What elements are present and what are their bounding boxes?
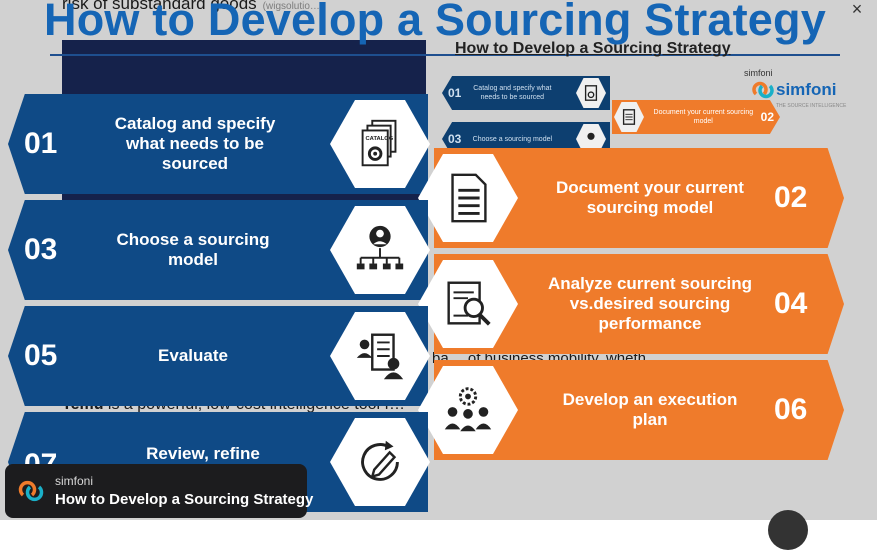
logo-tagline: THE SOURCE INTELLIGENCE: [776, 103, 847, 109]
step-02-number: 02: [774, 181, 808, 214]
scroll-button[interactable]: [768, 510, 808, 550]
step-02-label: Document your current sourcing model: [556, 178, 744, 217]
image-source-card[interactable]: simfoni How to Develop a Sourcing Strate…: [5, 464, 313, 518]
inset-infographic: How to Develop a Sourcing Strategy 01 Ca…: [436, 36, 836, 156]
title-underline: [50, 54, 840, 56]
close-button[interactable]: ×: [846, 0, 868, 20]
simfoni-favicon-icon: [18, 480, 44, 502]
step-01-number: 01: [24, 127, 58, 160]
step-04-label: Analyze current sourcing vs.desired sour…: [547, 274, 753, 333]
image-source-title[interactable]: How to Develop a Sourcing Strategy: [55, 491, 314, 508]
inset-document-icon: [614, 102, 644, 132]
step-07-label: Review, refine: [146, 444, 260, 463]
inset-catalog-icon: [576, 78, 606, 108]
inset-title: How to Develop a Sourcing Strategy: [455, 40, 731, 57]
simfoni-mark-icon: [752, 81, 774, 99]
infographic-image: How to Develop a Sourcing Strategy How t…: [8, 0, 847, 512]
simfoni-logo: simfoni: [752, 78, 836, 102]
step-01-label: Catalog and specify what needs to be sou…: [114, 114, 276, 173]
infographic-title: How to Develop a Sourcing Strategy: [44, 0, 826, 45]
step-03-label: Choose a sourcing model: [116, 230, 270, 269]
step-03-number: 03: [24, 233, 58, 266]
step-05-number: 05: [24, 339, 58, 372]
step-06-label: Develop an execution plan: [562, 390, 738, 429]
step-04: Analyze current sourcing vs.desired sour…: [434, 254, 844, 354]
step-05-label: Evaluate: [158, 346, 228, 365]
close-icon: ×: [851, 0, 863, 19]
article-text-top: risk of substandard goods(wigsolutio…: [62, 0, 320, 13]
image-source-name: simfoni: [55, 474, 94, 488]
svg-text:CATALOG: CATALOG: [366, 136, 394, 142]
step-06-number: 06: [774, 393, 808, 426]
step-06: Develop an execution plan 06: [434, 360, 844, 460]
step-04-number: 04: [774, 287, 808, 320]
logo-small-text: simfoni: [744, 68, 773, 78]
citation-link[interactable]: (wigsolutio…: [262, 1, 320, 12]
